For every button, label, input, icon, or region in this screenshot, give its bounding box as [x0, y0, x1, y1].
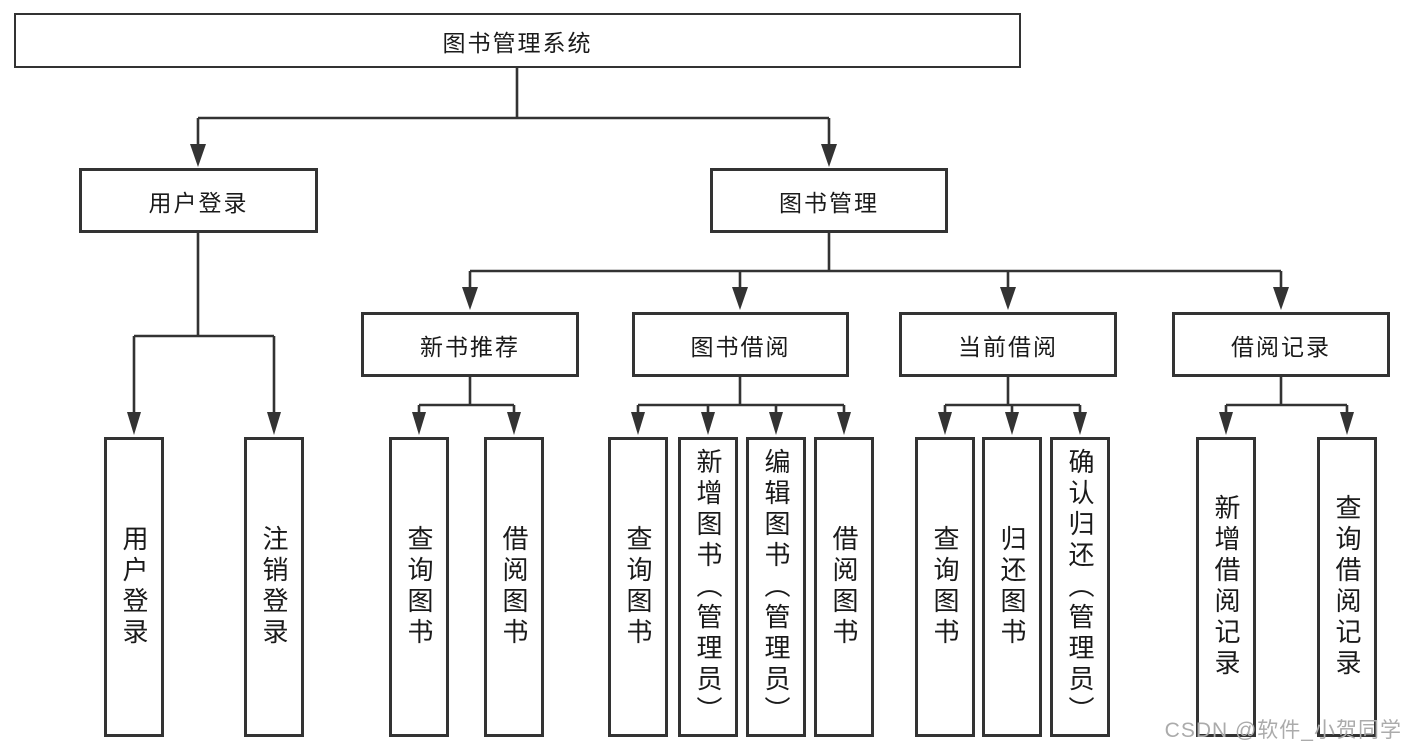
node-new-book-recommend-label: 新书推荐	[420, 333, 520, 360]
watermark: CSDN @软件_小贺同学	[1164, 719, 1402, 742]
leaf-label: 编辑图书（管理员）	[761, 447, 791, 727]
node-book-management-label: 图书管理	[779, 189, 879, 216]
connector-book-management-to-level3	[462, 233, 1289, 310]
connector-borrow-record-to-leaves	[1219, 377, 1354, 435]
leaf-query-books-3: 查询图书	[915, 437, 975, 737]
leaf-label: 查询图书	[930, 525, 960, 649]
leaf-label: 归还图书	[997, 525, 1027, 649]
node-new-book-recommend: 新书推荐	[361, 312, 579, 377]
node-current-borrow-label: 当前借阅	[958, 333, 1058, 360]
leaf-label: 借阅图书	[499, 525, 529, 649]
leaf-return-books: 归还图书	[982, 437, 1042, 737]
leaf-label: 查询图书	[404, 525, 434, 649]
leaf-edit-books-admin: 编辑图书（管理员）	[746, 437, 806, 737]
node-book-management: 图书管理	[710, 168, 948, 233]
connector-user-login-to-leaves	[127, 233, 281, 435]
leaf-query-borrow-record: 查询借阅记录	[1317, 437, 1377, 737]
node-borrow-record-label: 借阅记录	[1231, 333, 1331, 360]
leaf-query-books-2: 查询图书	[608, 437, 668, 737]
node-borrow-record: 借阅记录	[1172, 312, 1390, 377]
connector-root-to-level2	[190, 68, 837, 167]
leaf-user-login: 用户登录	[104, 437, 164, 737]
leaf-label: 借阅图书	[829, 525, 859, 649]
leaf-borrow-books-1: 借阅图书	[484, 437, 544, 737]
node-user-login-label: 用户登录	[148, 189, 249, 216]
leaf-label: 新增图书（管理员）	[693, 447, 723, 727]
leaf-label: 用户登录	[119, 525, 149, 649]
connector-book-borrow-to-leaves	[631, 377, 851, 435]
leaf-add-borrow-record: 新增借阅记录	[1196, 437, 1256, 737]
leaf-borrow-books-2: 借阅图书	[814, 437, 874, 737]
leaf-label: 注销登录	[259, 525, 289, 649]
leaf-query-books-1: 查询图书	[389, 437, 449, 737]
leaf-logout: 注销登录	[244, 437, 304, 737]
node-book-borrow: 图书借阅	[632, 312, 849, 377]
node-user-login: 用户登录	[79, 168, 318, 233]
leaf-confirm-return-admin: 确认归还（管理员）	[1050, 437, 1110, 737]
leaf-label: 确认归还（管理员）	[1065, 447, 1095, 727]
node-book-borrow-label: 图书借阅	[690, 333, 791, 360]
leaf-label: 查询借阅记录	[1332, 494, 1362, 680]
leaf-label: 新增借阅记录	[1211, 494, 1241, 680]
node-root-label: 图书管理系统	[442, 29, 593, 56]
connector-new-book-recommend-to-leaves	[412, 377, 521, 435]
leaf-label: 查询图书	[623, 525, 653, 649]
leaf-add-books-admin: 新增图书（管理员）	[678, 437, 738, 737]
connector-current-borrow-to-leaves	[938, 377, 1087, 435]
node-current-borrow: 当前借阅	[899, 312, 1117, 377]
node-root: 图书管理系统	[14, 13, 1021, 68]
